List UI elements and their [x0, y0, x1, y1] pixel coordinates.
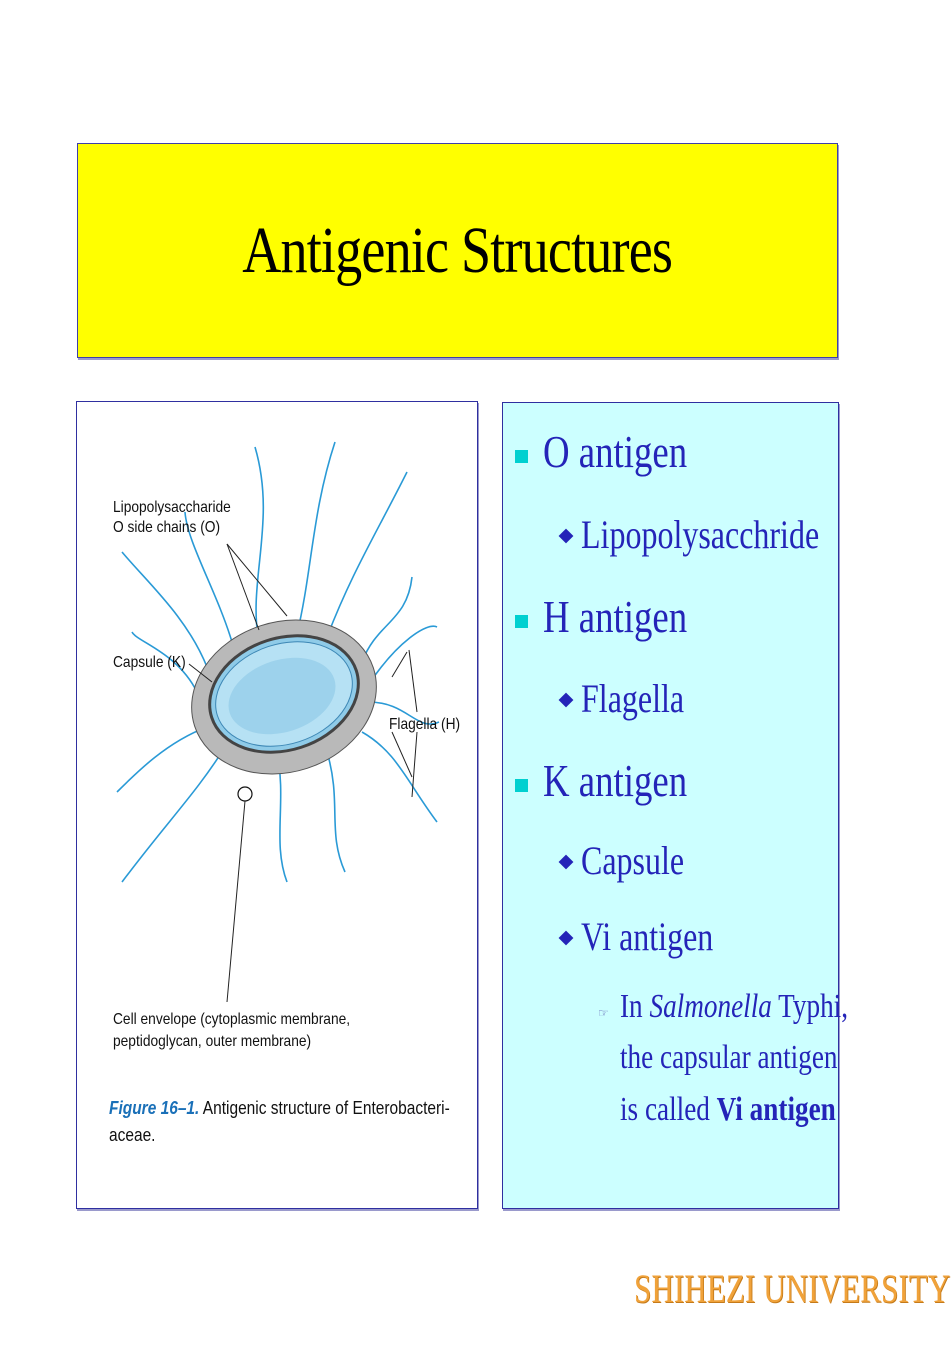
square-bullet-icon	[515, 450, 528, 463]
item-k-antigen: K antigen	[543, 755, 688, 806]
flagellum	[131, 631, 198, 693]
item-o-sub: Lipopolysacchride	[581, 512, 820, 557]
note-line1: In Salmonella Typhi,	[620, 988, 849, 1025]
caption-figure-number: Figure 16–1.	[109, 1098, 200, 1118]
figure-panel: Lipopolysaccharide O side chains (O) Cap…	[76, 401, 478, 1209]
label-flagella: Flagella (H)	[389, 716, 461, 733]
item-h-antigen: H antigen	[543, 591, 688, 642]
flagellum	[296, 441, 336, 635]
flagellum	[361, 576, 413, 663]
flagellum	[184, 511, 233, 643]
flagellum	[116, 726, 208, 793]
title-banner: Antigenic Structures	[77, 143, 838, 358]
flagellum	[326, 471, 408, 638]
note-line2: the capsular antigen	[620, 1039, 838, 1076]
flagellum	[254, 446, 265, 643]
note-line3: is called Vi antigen	[620, 1091, 836, 1128]
slide-title: Antigenic Structures	[242, 213, 674, 287]
caption-text-line1: Antigenic structure of Enterobacteri-	[202, 1098, 450, 1118]
cytoplasm	[215, 641, 353, 747]
outline-panel: O antigen Lipopolysacchride H antigen Fl…	[502, 402, 848, 1209]
caption-text-line2: aceae.	[109, 1125, 156, 1145]
figure-caption: Figure 16–1. Antigenic structure of Ente…	[109, 1095, 462, 1149]
flagella-group	[116, 441, 440, 883]
label-capsule: Capsule (K)	[113, 654, 186, 671]
envelope-marker	[237, 786, 253, 802]
flagellum	[121, 551, 208, 668]
item-k-sub1: Capsule	[581, 838, 685, 883]
university-footer: SHIHEZI UNIVERSITY	[634, 1266, 951, 1311]
bacterium-diagram	[116, 441, 440, 1003]
flagellum	[368, 625, 438, 685]
square-bullet-icon	[515, 779, 528, 792]
pointing-hand-icon: ☞	[598, 1006, 609, 1020]
flagellum	[326, 751, 346, 873]
diamond-bullet-icon	[558, 692, 574, 708]
item-k-sub2: Vi antigen	[581, 914, 714, 959]
flagellum	[361, 731, 438, 823]
diamond-bullet-icon	[558, 528, 574, 544]
label-envelope-line2: peptidoglycan, outer membrane)	[113, 1033, 312, 1050]
label-lps-line1: Lipopolysaccharide	[113, 499, 231, 516]
flagellum	[121, 746, 226, 883]
flagellum	[368, 701, 440, 725]
cytoplasm-texture	[228, 657, 336, 735]
leader-lines	[188, 543, 418, 1003]
diamond-bullet-icon	[558, 854, 574, 870]
diamond-bullet-icon	[558, 930, 574, 946]
label-envelope-line1: Cell envelope (cytoplasmic membrane,	[113, 1011, 351, 1028]
item-o-antigen: O antigen	[543, 426, 688, 477]
item-h-sub: Flagella	[581, 676, 685, 721]
square-bullet-icon	[515, 615, 528, 628]
label-lps-line2: O side chains (O)	[113, 519, 221, 536]
